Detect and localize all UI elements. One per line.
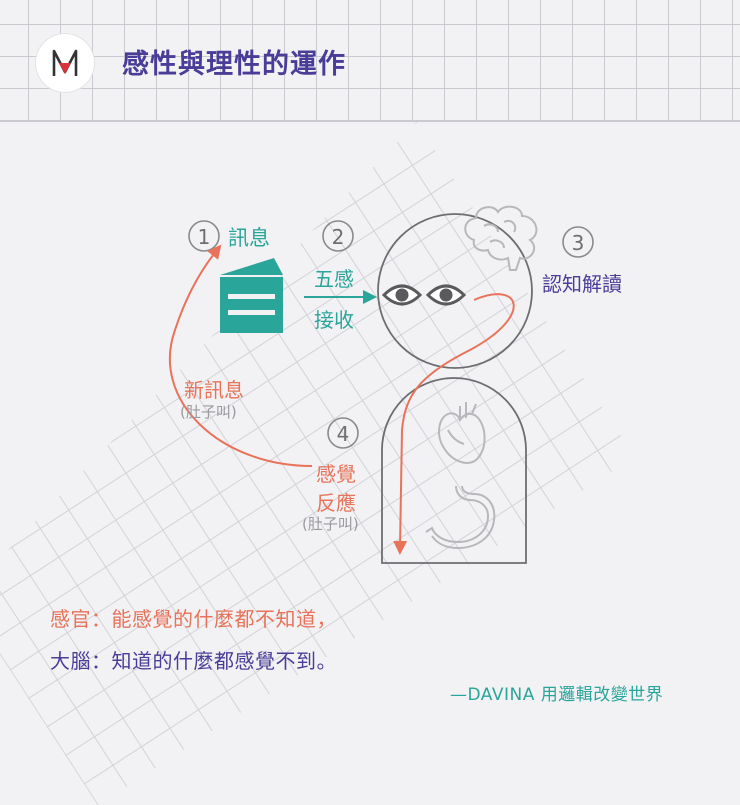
step-1-label: 訊息	[228, 226, 270, 250]
quote-line-2: 大腦：知道的什麼都感覺不到。	[50, 649, 337, 673]
page-title: 感性與理性的運作	[122, 49, 346, 80]
cake-icon	[220, 258, 283, 333]
loop-note: (肚子叫)	[180, 403, 237, 421]
heart-icon	[438, 402, 486, 464]
body-outline	[381, 377, 527, 564]
step-3-circle	[562, 226, 594, 258]
brand-logo	[36, 34, 94, 92]
step-4-circle	[327, 417, 359, 449]
step-4-label-line1: 感覺	[316, 462, 356, 486]
feedback-loop-arrow	[169, 244, 313, 467]
step-2-circle	[322, 220, 354, 252]
stomach-icon	[425, 485, 496, 550]
step-4-number: 4	[337, 422, 350, 446]
brain-icon	[464, 205, 538, 271]
quote-line-1: 感官：能感覺的什麼都不知道，	[50, 607, 337, 631]
step-2-label-line1: 五感	[314, 267, 354, 291]
step-3-label: 認知解讀	[542, 272, 622, 296]
logo-m-icon	[52, 49, 78, 76]
step-3-number: 3	[572, 231, 585, 255]
diagram-canvas: 1 2 3 4	[169, 205, 594, 564]
step-4-label-line2: 反應	[316, 491, 356, 515]
step-1-circle	[188, 220, 220, 252]
left-eye-icon	[381, 284, 423, 306]
step-2-number: 2	[332, 225, 345, 249]
author-credit: —DAVINA 用邏輯改變世界	[450, 685, 664, 705]
step-1-number: 1	[198, 225, 211, 249]
right-eye-icon	[425, 284, 467, 306]
head-outline	[377, 213, 533, 369]
signal-path-arrow	[393, 293, 515, 555]
step-2-label-line2: 接收	[314, 308, 354, 332]
loop-label: 新訊息	[184, 378, 244, 402]
step-4-note: (肚子叫)	[302, 515, 359, 533]
background-grid-top	[0, 0, 740, 122]
